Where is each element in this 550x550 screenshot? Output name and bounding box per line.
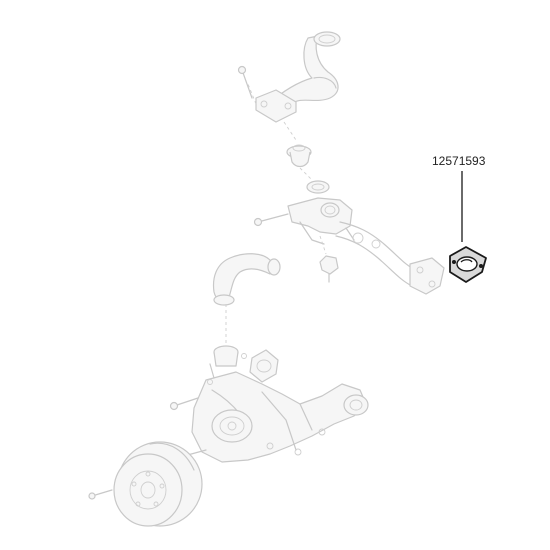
- housing-flange: [255, 89, 297, 123]
- part-number-label: 12571593: [432, 154, 486, 168]
- pump-pulley: [113, 441, 203, 527]
- housing-bolt: [253, 213, 289, 227]
- flange-bolt: [237, 65, 253, 99]
- crossover-housing: [287, 197, 445, 295]
- part-callout: 12571593: [432, 154, 486, 242]
- pulley-bolt: [88, 489, 113, 500]
- temperature-sensor: [319, 235, 339, 283]
- inlet-fitting: [213, 345, 247, 367]
- pump-bolt: [169, 397, 199, 411]
- coolant-hose: [212, 253, 281, 306]
- water-pump: [191, 363, 369, 463]
- pump-gasket: [249, 349, 279, 383]
- gasket-icon[interactable]: [449, 246, 487, 283]
- guide-line-1: [247, 83, 257, 105]
- outlet-pipe: [267, 31, 341, 113]
- seal-ring: [299, 167, 330, 194]
- thermostat: [283, 121, 312, 168]
